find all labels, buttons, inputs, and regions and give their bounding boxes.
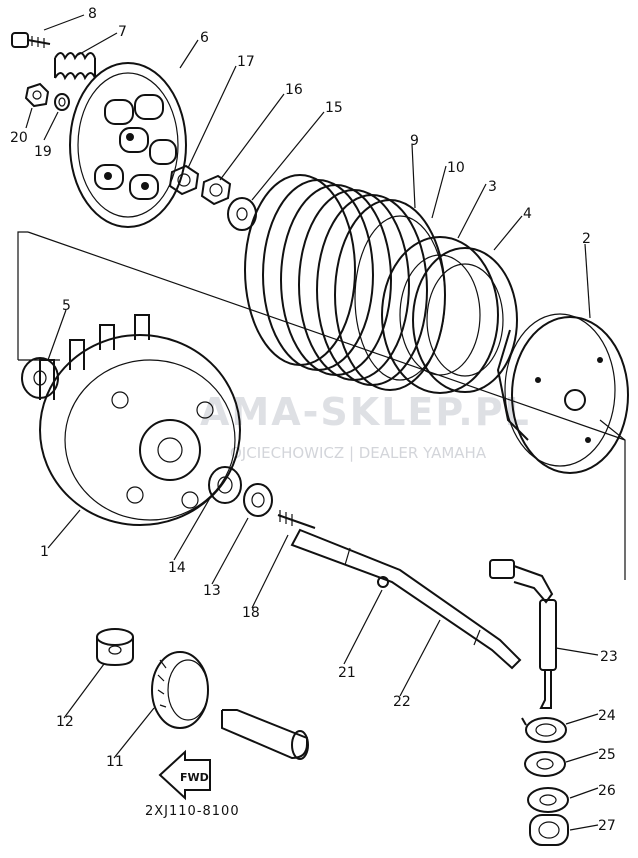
fwd-label: FWD xyxy=(180,771,209,784)
callout-4: 4 xyxy=(523,206,532,222)
part-washer-thin xyxy=(243,483,273,517)
callout-25: 25 xyxy=(598,747,616,763)
callout-14: 14 xyxy=(168,560,186,576)
part-bolt xyxy=(11,32,51,48)
callout-19: 19 xyxy=(34,144,52,160)
callout-23: 23 xyxy=(600,649,618,665)
callout-13: 13 xyxy=(203,583,221,599)
callout-7: 7 xyxy=(118,24,127,40)
callout-8: 8 xyxy=(88,6,97,22)
part-nut xyxy=(24,82,50,108)
part-locknut xyxy=(200,174,232,206)
watermark-line2: OJCIECHOWICZ | DEALER YAMAHA xyxy=(230,444,487,462)
part-crankshaft-end xyxy=(221,709,309,760)
callout-5: 5 xyxy=(62,298,71,314)
callout-16: 16 xyxy=(285,82,303,98)
watermark-line1: AMA-SKLEP.PL xyxy=(200,390,531,434)
watermark: AMA-SKLEP.PL OJCIECHOWICZ | DEALER YAMAH… xyxy=(200,390,531,462)
part-spring xyxy=(54,52,96,81)
part-collar xyxy=(96,628,134,667)
part-oil-seal-washer xyxy=(524,751,566,777)
part-drive-gear xyxy=(151,651,209,729)
callout-27: 27 xyxy=(598,818,616,834)
callout-26: 26 xyxy=(598,783,616,799)
callout-24: 24 xyxy=(598,708,616,724)
leader-lines xyxy=(25,14,599,831)
part-push-rod xyxy=(277,510,316,529)
callout-17: 17 xyxy=(237,54,255,70)
callout-11: 11 xyxy=(106,754,124,770)
part-ball xyxy=(377,576,389,588)
part-clutch-plate-outer xyxy=(412,247,518,393)
part-shaft xyxy=(290,528,522,670)
callout-15: 15 xyxy=(325,100,343,116)
callout-2: 2 xyxy=(582,231,591,247)
fwd-arrow-icon: FWD xyxy=(158,749,211,801)
part-clutch-plates xyxy=(244,174,446,391)
callout-20: 20 xyxy=(10,130,28,146)
part-clutch-boss xyxy=(496,313,629,474)
part-return-spring xyxy=(521,717,567,743)
part-plate-washer xyxy=(168,164,200,196)
part-friction-plate xyxy=(381,236,499,394)
callout-1: 1 xyxy=(40,544,49,560)
callout-22: 22 xyxy=(393,694,411,710)
part-oil-seal xyxy=(527,787,569,813)
part-washer-small xyxy=(54,93,70,111)
drawing-code: 2XJ110-8100 xyxy=(145,804,240,819)
callout-6: 6 xyxy=(200,30,209,46)
part-pressure-plate xyxy=(69,62,187,228)
part-bearing xyxy=(529,814,569,846)
callout-18: 18 xyxy=(242,605,260,621)
part-clutch-housing xyxy=(39,314,241,526)
callout-21: 21 xyxy=(338,665,356,681)
callout-12: 12 xyxy=(56,714,74,730)
callout-numbers: 8 7 6 17 16 15 20 19 9 10 3 4 2 5 1 14 1… xyxy=(10,6,618,834)
callout-3: 3 xyxy=(488,179,497,195)
part-push-lever xyxy=(489,559,557,709)
part-washer-thick xyxy=(208,466,242,504)
callout-9: 9 xyxy=(410,133,419,149)
callout-10: 10 xyxy=(447,160,465,176)
